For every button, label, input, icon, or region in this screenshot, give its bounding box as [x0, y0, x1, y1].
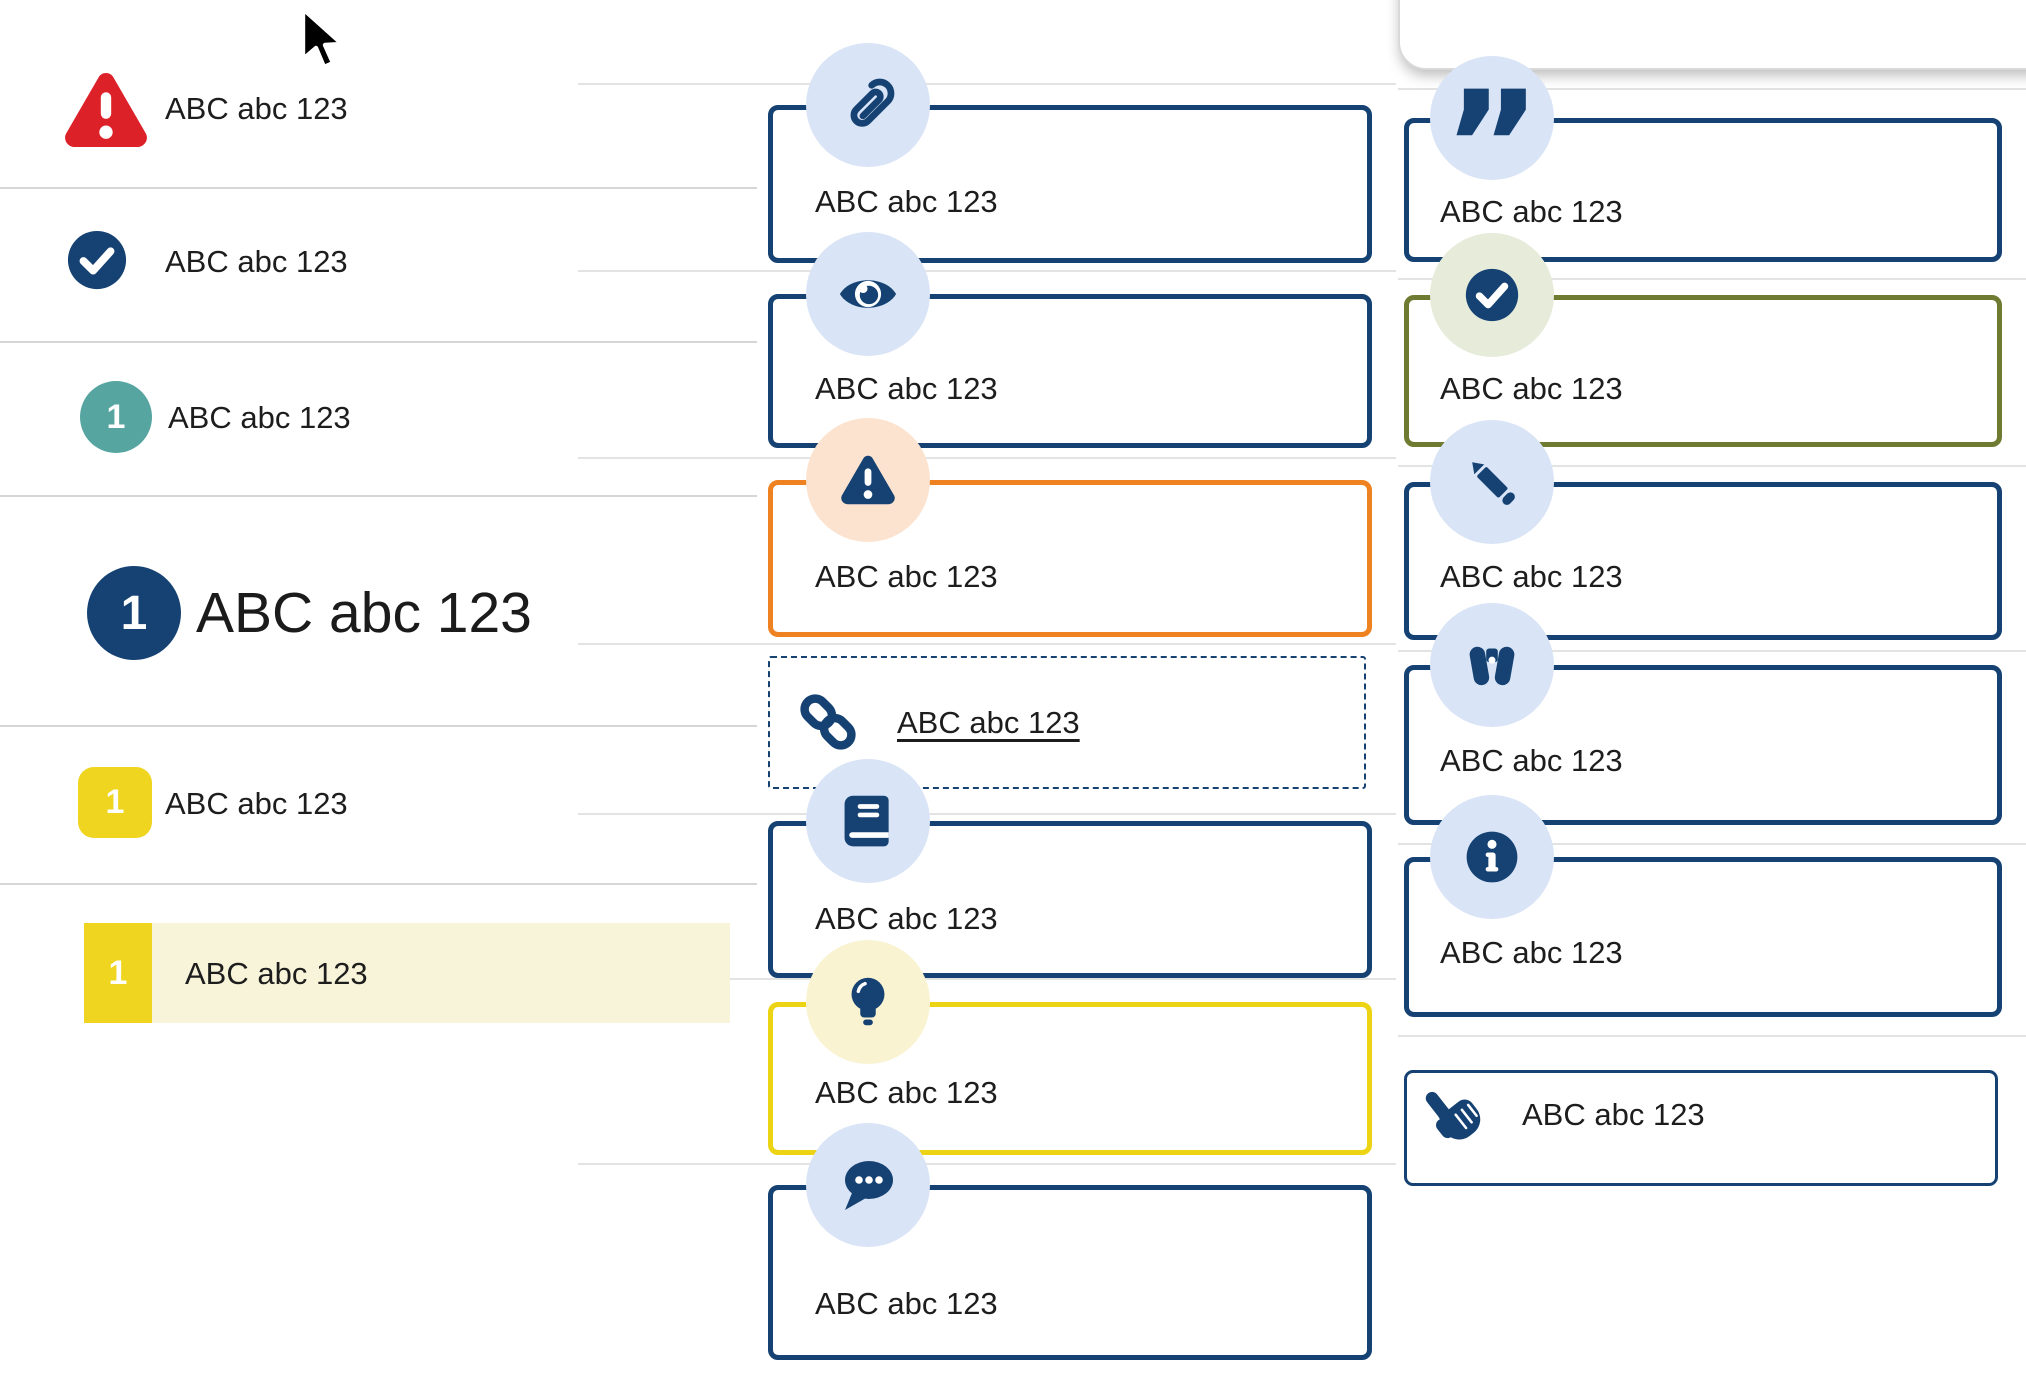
card-label: ABC abc 123	[815, 1075, 998, 1110]
icon-circle	[806, 759, 930, 883]
row-divider	[1398, 278, 2026, 280]
list-item-label: ABC abc 123	[185, 956, 368, 991]
list-divider	[0, 187, 757, 189]
row-divider	[1398, 1035, 2026, 1037]
row-divider	[1398, 465, 2026, 467]
icon-circle	[1430, 420, 1554, 544]
warning-triangle-icon	[841, 455, 895, 505]
row-divider	[1398, 843, 2026, 845]
list-divider	[0, 341, 757, 343]
page-title: ABC abc 123	[196, 581, 532, 645]
card-label: ABC abc 123	[1440, 559, 1623, 594]
icon-circle	[806, 1123, 930, 1247]
list-item-label: ABC abc 123	[168, 400, 351, 435]
selected-row-highlight	[84, 923, 730, 1023]
mouse-cursor-icon	[300, 6, 345, 70]
row-divider	[1398, 88, 2026, 90]
row-divider	[578, 813, 1396, 815]
list-divider	[0, 495, 757, 497]
action-card[interactable]	[1404, 1070, 1998, 1186]
icon-circle: ”	[1430, 56, 1554, 180]
speech-bubble-icon	[845, 1161, 893, 1210]
list-item-label: ABC abc 123	[165, 91, 348, 126]
teal-number-badge: 1	[80, 381, 152, 453]
card-label: ABC abc 123	[1440, 935, 1623, 970]
card-label: ABC abc 123	[815, 184, 998, 219]
list-divider	[0, 725, 757, 727]
icon-circle	[806, 418, 930, 542]
lightbulb-icon	[851, 977, 885, 1026]
book-icon	[844, 795, 889, 847]
yellow-number-badge: 1	[84, 923, 152, 1023]
list-item-label: ABC abc 123	[165, 786, 348, 821]
card-label: ABC abc 123	[1440, 194, 1623, 229]
card-label: ABC abc 123	[815, 371, 998, 406]
card-label: ABC abc 123	[1440, 743, 1623, 778]
icon-circle	[1430, 603, 1554, 727]
icon-circle	[1430, 233, 1554, 357]
row-divider	[578, 643, 1396, 645]
svg-text:”: ”	[1443, 60, 1542, 180]
card-link-text[interactable]: ABC abc 123	[897, 705, 1080, 740]
hand-pointer-icon	[1425, 1091, 1481, 1140]
card-label: ABC abc 123	[815, 1286, 998, 1321]
row-divider	[578, 978, 1396, 980]
icon-circle	[806, 940, 930, 1064]
row-divider	[1398, 650, 2026, 652]
list-item-label: ABC abc 123	[165, 244, 348, 279]
row-divider	[578, 457, 1396, 459]
card-label: ABC abc 123	[815, 901, 998, 936]
paperclip-icon	[850, 78, 895, 127]
row-divider	[578, 270, 1396, 272]
card-label: ABC abc 123	[815, 559, 998, 594]
binoculars-icon	[1469, 646, 1515, 686]
eye-icon	[839, 280, 897, 308]
card-label: ABC abc 123	[1440, 371, 1623, 406]
scrolled-card-remnant	[1398, 0, 2026, 70]
row-divider	[578, 83, 1396, 85]
icon-circle	[806, 232, 930, 356]
yellow-number-badge: 1	[78, 767, 152, 838]
check-circle-icon	[1465, 268, 1519, 322]
icon-circle	[806, 43, 930, 167]
quote-icon: ”	[1443, 60, 1542, 180]
row-divider	[578, 1163, 1396, 1165]
warning-triangle-icon	[65, 72, 147, 148]
pencil-icon	[1472, 462, 1515, 505]
check-circle-icon	[67, 230, 127, 290]
info-icon	[1466, 831, 1518, 883]
navy-number-badge: 1	[87, 566, 181, 660]
list-divider	[0, 883, 757, 885]
link-icon	[800, 694, 856, 750]
icon-circle	[1430, 795, 1554, 919]
action-card-label[interactable]: ABC abc 123	[1522, 1097, 1705, 1132]
